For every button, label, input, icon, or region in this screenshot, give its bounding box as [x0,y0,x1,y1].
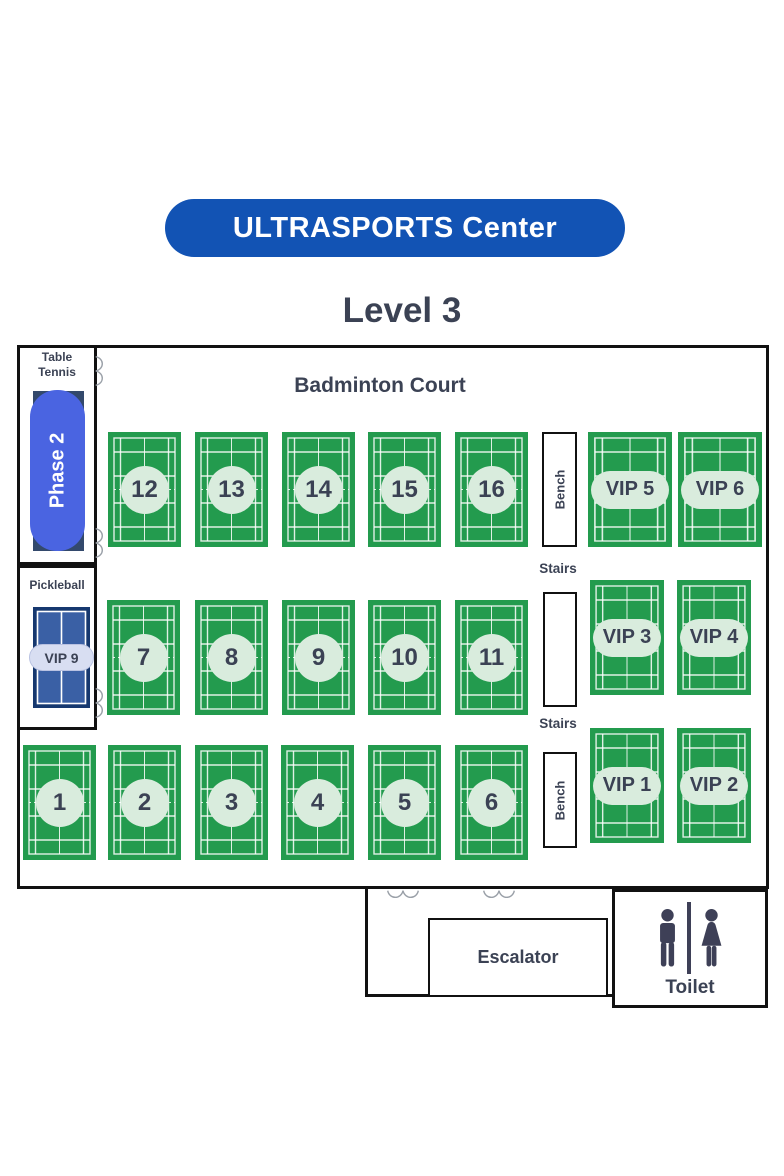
court-number-badge: 12 [120,465,169,514]
court-15: 15 [368,432,441,547]
court-number-badge: 1 [35,778,84,827]
level-label: Level 3 [342,291,462,330]
badminton-court-title: Badminton Court [294,374,466,397]
vip-badge: VIP 4 [680,618,748,657]
table-tennis-label: Table Tennis [38,350,76,379]
court-10: 10 [368,600,441,715]
court-7: 7 [107,600,180,715]
pickleball-label: Pickleball [29,578,85,592]
door-icon [95,688,104,718]
women-icon [701,909,722,967]
court-number-badge: 13 [207,465,256,514]
court-number-badge: 14 [294,465,343,514]
vip-badge: VIP 5 [591,470,669,509]
court-4: 4 [281,745,354,860]
court-1: 1 [23,745,96,860]
door-icon [483,890,515,898]
court-5: 5 [368,745,441,860]
court-number-badge: 6 [467,778,516,827]
court-number-badge: 10 [380,633,429,682]
court-number-badge: 11 [467,633,516,682]
title-banner-text: ULTRASPORTS Center [232,211,558,244]
court-number-badge: 5 [380,778,429,827]
door-icon [95,356,104,386]
court-11: 11 [455,600,528,715]
toilet-room: Toilet [612,889,768,1008]
court-9: 9 [282,600,355,715]
stairs-box [543,592,577,707]
bench-top: Bench [542,432,577,547]
title-banner: ULTRASPORTS Center [165,199,625,257]
vip-badge: VIP 6 [681,470,759,509]
vip-court-1: VIP 1 [590,728,664,843]
restroom-icons [615,902,765,974]
vip-court-5: VIP 5 [588,432,672,547]
bench-bottom: Bench [543,752,577,848]
court-number-badge: 8 [207,633,256,682]
vip-badge: VIP 1 [593,766,661,805]
door-icon [95,528,104,558]
door-icon [387,890,419,898]
court-number-badge: 16 [467,465,516,514]
court-number-badge: 2 [120,778,169,827]
vip-court-6: VIP 6 [678,432,762,547]
vip-court-3: VIP 3 [590,580,664,695]
court-number-badge: 15 [380,465,429,514]
court-number-badge: 7 [119,633,168,682]
court-14: 14 [282,432,355,547]
court-6: 6 [455,745,528,860]
stairs-lower-label: Stairs [539,716,577,731]
bench-top-label: Bench [552,469,568,510]
vip9-badge: VIP 9 [29,644,94,671]
court-2: 2 [108,745,181,860]
phase2-label: Phase 2 [46,432,69,509]
bench-bottom-label: Bench [552,780,568,820]
vip-badge: VIP 3 [593,618,661,657]
court-13: 13 [195,432,268,547]
vip-court-4: VIP 4 [677,580,751,695]
court-16: 16 [455,432,528,547]
vip-badge: VIP 2 [680,766,748,805]
court-8: 8 [195,600,268,715]
toilet-label: Toilet [665,977,715,998]
court-3: 3 [195,745,268,860]
court-number-badge: 9 [294,633,343,682]
toilet-divider [686,902,692,974]
vip-court-2: VIP 2 [677,728,751,843]
court-number-badge: 4 [293,778,342,827]
phase2-pill: Phase 2 [30,390,85,551]
men-icon [659,909,675,967]
court-number-badge: 3 [207,778,256,827]
escalator-box: Escalator [428,918,608,997]
stairs-upper-label: Stairs [539,561,577,576]
court-12: 12 [108,432,181,547]
